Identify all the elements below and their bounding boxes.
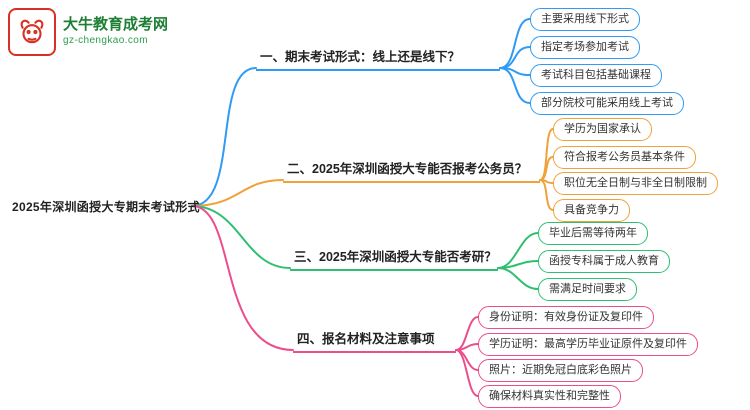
logo-domain: gz-chengkao.com: [63, 35, 148, 47]
root-node: 2025年深圳函授大专期末考试形式: [12, 200, 200, 214]
leaf-node: 确保材料真实性和完整性: [478, 385, 621, 408]
leaf-node: 毕业后需等待两年: [538, 222, 648, 245]
leaf-node: 指定考场参加考试: [530, 36, 640, 59]
leaf-node: 具备竞争力: [553, 199, 630, 222]
logo-title: 大牛教育成考网: [63, 16, 169, 34]
leaf-node: 符合报考公务员基本条件: [553, 146, 696, 169]
bull-icon: [8, 8, 56, 56]
branch-label-2: 二、2025年深圳函授大专能否报考公务员？: [283, 158, 540, 183]
leaf-node: 考试科目包括基础课程: [530, 64, 662, 87]
leaf-node: 照片：近期免冠白底彩色照片: [478, 359, 643, 382]
leaf-node: 需满足时间要求: [538, 278, 637, 301]
leaf-node: 部分院校可能采用线上考试: [530, 92, 684, 115]
leaf-node: 主要采用线下形式: [530, 8, 640, 31]
branch-label-3: 三、2025年深圳函授大专能否考研？: [290, 246, 498, 271]
leaf-node: 身份证明：有效身份证及复印件: [478, 306, 654, 329]
leaf-node: 职位无全日制与非全日制限制: [553, 172, 718, 195]
leaf-node: 函授专科属于成人教育: [538, 250, 670, 273]
leaf-node: 学历为国家承认: [553, 118, 652, 141]
branch-label-1: 一、期末考试形式：线上还是线下？: [256, 46, 500, 71]
logo-text: 大牛教育成考网 gz-chengkao.com: [63, 16, 168, 47]
leaf-node: 学历证明：最高学历毕业证原件及复印件: [478, 333, 698, 356]
site-logo: 大牛教育成考网 gz-chengkao.com: [8, 8, 168, 56]
branch-label-4: 四、报名材料及注意事项: [293, 328, 456, 353]
